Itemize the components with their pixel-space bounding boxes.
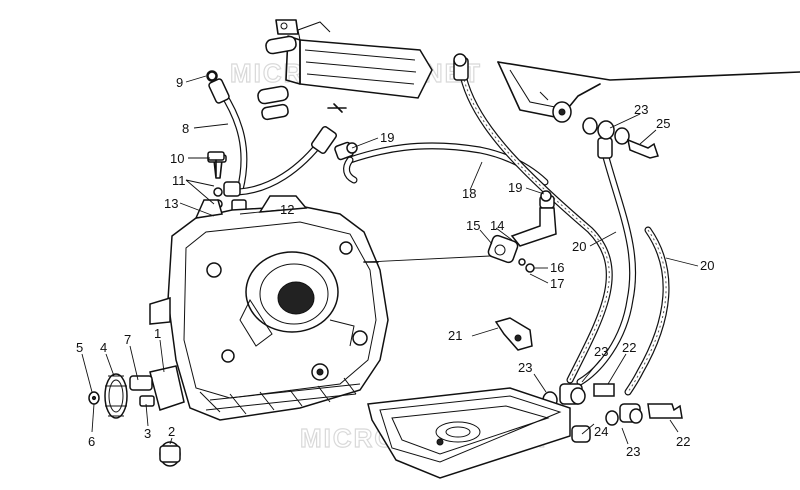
bracket-part-21 [494, 317, 533, 351]
leader-lines [81, 75, 699, 445]
oil-sump-pan [367, 387, 571, 479]
callout-5: 5 [76, 340, 83, 355]
callout-14: 14 [490, 218, 504, 233]
callout-1: 1 [154, 326, 161, 341]
callout-22-bottom: 22 [676, 434, 690, 449]
engine-crankcase [149, 195, 389, 421]
oil-hoses [218, 66, 670, 396]
callout-13: 13 [164, 196, 178, 211]
callout-4: 4 [100, 340, 107, 355]
callout-10: 10 [170, 151, 184, 166]
callout-24: 24 [594, 424, 608, 439]
callout-17: 17 [550, 276, 564, 291]
callout-3: 3 [144, 426, 151, 441]
callout-21: 21 [448, 328, 462, 343]
callout-7: 7 [124, 332, 131, 347]
callout-8: 8 [182, 121, 189, 136]
callout-23-top: 23 [634, 102, 648, 117]
callout-18: 18 [462, 186, 476, 201]
callout-15: 15 [466, 218, 480, 233]
oil-cooler-radiator [257, 19, 433, 121]
callout-11: 11 [172, 173, 186, 188]
callout-2: 2 [168, 424, 175, 439]
banjo-bolt-assembly-top [582, 117, 659, 159]
callout-9: 9 [176, 75, 183, 90]
callout-12: 12 [280, 202, 294, 217]
callout-22-top: 22 [622, 340, 636, 355]
callout-16: 16 [550, 260, 564, 275]
oil-pump-assembly [88, 365, 185, 467]
callout-23-mid-left: 23 [518, 360, 532, 375]
callout-20-left: 20 [572, 239, 586, 254]
callout-19-right: 19 [508, 180, 522, 195]
callout-labels: 9 8 10 11 13 12 19 18 19 15 14 16 17 23 … [76, 75, 714, 459]
callout-23-mid: 23 [594, 344, 608, 359]
callout-25: 25 [656, 116, 670, 131]
callout-6: 6 [88, 434, 95, 449]
banjo-bolt-assembly-bottom [542, 383, 683, 443]
callout-20-right: 20 [700, 258, 714, 273]
callout-23-bottom: 23 [626, 444, 640, 459]
frame-bracket [497, 61, 800, 123]
callout-19-top: 19 [380, 130, 394, 145]
